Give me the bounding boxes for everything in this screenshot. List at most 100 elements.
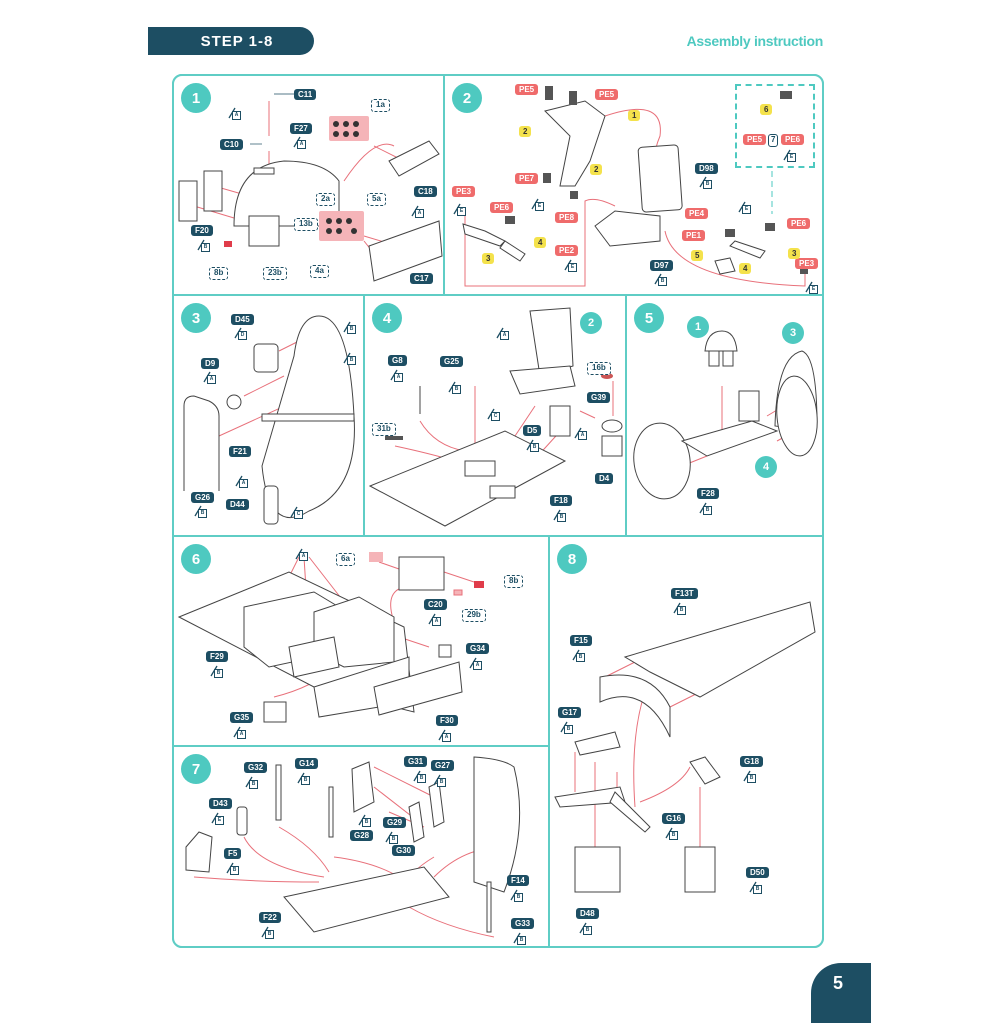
glue-icon: C [289, 505, 303, 519]
part-label-d5: D5 [523, 425, 542, 436]
step-1-illustration [178, 93, 443, 282]
glue-icon: A [232, 725, 246, 739]
part-label-g18: G18 [740, 756, 764, 767]
step-number: 4 [372, 303, 402, 333]
step-5-panel: 5 1 3 4 F28 B [625, 294, 824, 537]
glue-icon: A [427, 612, 441, 626]
step-5-illustration [633, 330, 818, 500]
glue-icon: B [209, 664, 223, 678]
glue-icon: B [578, 921, 592, 935]
part-label-g29: G29 [383, 817, 407, 828]
step-number: 2 [452, 83, 482, 113]
step-2-illustration [462, 86, 808, 287]
step-2-panel: 2 PE5 PE5 PE7 PE8 PE3 PE6 PE2 PE4 [443, 74, 824, 296]
part-label-g27: G27 [431, 760, 455, 771]
part-label-g39: G39 [587, 392, 611, 403]
part-label-f13t: F13T [671, 588, 698, 599]
decal-label-1a: 1a [371, 99, 390, 112]
part-label-d9: D9 [201, 358, 220, 369]
pe-label: PE2 [555, 245, 579, 256]
part-label-f18: F18 [550, 495, 572, 506]
part-label-f27: F27 [290, 123, 312, 134]
step-3-panel: 3 D45 D9 F21 G26 D44 D A B B A B C [172, 294, 365, 537]
glue-icon: A [292, 135, 306, 149]
part-label-g14: G14 [295, 758, 319, 769]
part-label-g16: G16 [662, 813, 686, 824]
decal-label-16b: 16b [587, 362, 611, 375]
glue-icon: B [559, 720, 573, 734]
pe-label: PE8 [555, 212, 579, 223]
sub-assembly-ref: 1 [687, 316, 709, 338]
part-label-d44: D44 [226, 499, 249, 510]
glue-icon: B [296, 771, 310, 785]
part-label-f28: F28 [697, 488, 719, 499]
glue-icon: B [509, 888, 523, 902]
glue-icon: B [432, 773, 446, 787]
glue-icon: E [782, 148, 796, 162]
decal-label-8b: 8b [209, 267, 229, 280]
part-label-f15: F15 [570, 635, 592, 646]
glue-icon: B [412, 769, 426, 783]
part-label-g35: G35 [230, 712, 254, 723]
part-label-c18: C18 [414, 186, 437, 197]
glue-icon: B [742, 769, 756, 783]
pe-label: PE6 [490, 202, 514, 213]
glue-icon: A [294, 547, 308, 561]
glue-icon: B [512, 931, 526, 945]
glue-icon: C [486, 407, 500, 421]
step-8-illustration [554, 601, 816, 893]
decal-label-29b: 29b [462, 609, 486, 622]
glue-icon: B [193, 504, 207, 518]
glue-icon: B [225, 861, 239, 875]
glue-icon: E [452, 202, 466, 216]
page-number: 5 [833, 973, 844, 993]
sub-assembly-ref: 3 [782, 322, 804, 344]
glue-icon: B [357, 813, 371, 827]
step-number: 6 [181, 544, 211, 574]
part-label-c11: C11 [294, 89, 317, 100]
glue-icon: B [571, 648, 585, 662]
step-7-panel: 7 G32 G14 G31 G27 D43 F5 G28 G29 G30 F14… [172, 745, 550, 948]
glue-icon: B [244, 775, 258, 789]
inset-number: 6 [760, 104, 773, 115]
step-4-illustration [368, 307, 623, 527]
glue-icon: B [653, 272, 667, 286]
part-label-f30: F30 [436, 715, 458, 726]
inset-pe-left: PE5 [743, 134, 767, 145]
step-number: 5 [634, 303, 664, 333]
part-label-g25: G25 [440, 356, 464, 367]
decal-label-2a: 2a [316, 193, 335, 206]
glue-icon: A [234, 474, 248, 488]
step-6-illustration [177, 552, 484, 723]
step-1-panel: 1 C11 C [172, 74, 445, 296]
glue-icon: A [410, 204, 424, 218]
part-label-f29: F29 [206, 651, 228, 662]
glue-icon: B [664, 826, 678, 840]
inset-option: 7 [768, 134, 779, 147]
part-label-g34: G34 [466, 643, 490, 654]
glue-icon: B [260, 925, 274, 939]
step-number: 7 [181, 754, 211, 784]
glue-icon: B [525, 438, 539, 452]
pe-label: PE4 [685, 208, 709, 219]
part-label-g8: G8 [388, 355, 407, 366]
glue-icon: B [748, 880, 762, 894]
glue-icon: A [495, 326, 509, 340]
decal-label-23b: 23b [263, 267, 287, 280]
part-label-f20: F20 [191, 225, 213, 236]
step-ref-number: 3 [482, 253, 495, 264]
glue-icon: D [233, 326, 247, 340]
part-label-c10: C10 [220, 139, 243, 150]
pe-label: PE3 [795, 258, 819, 269]
glue-icon: E [563, 258, 577, 272]
part-label-d43: D43 [209, 798, 232, 809]
pe-label: PE5 [515, 84, 539, 95]
pe-label: PE3 [452, 186, 476, 197]
part-label-g32: G32 [244, 762, 268, 773]
step-3-illustration [183, 315, 355, 525]
part-label-f22: F22 [259, 912, 281, 923]
part-label-c17: C17 [410, 273, 433, 284]
glue-icon: A [389, 368, 403, 382]
glue-icon: A [437, 728, 451, 742]
decal-label-8b: 8b [504, 575, 524, 588]
